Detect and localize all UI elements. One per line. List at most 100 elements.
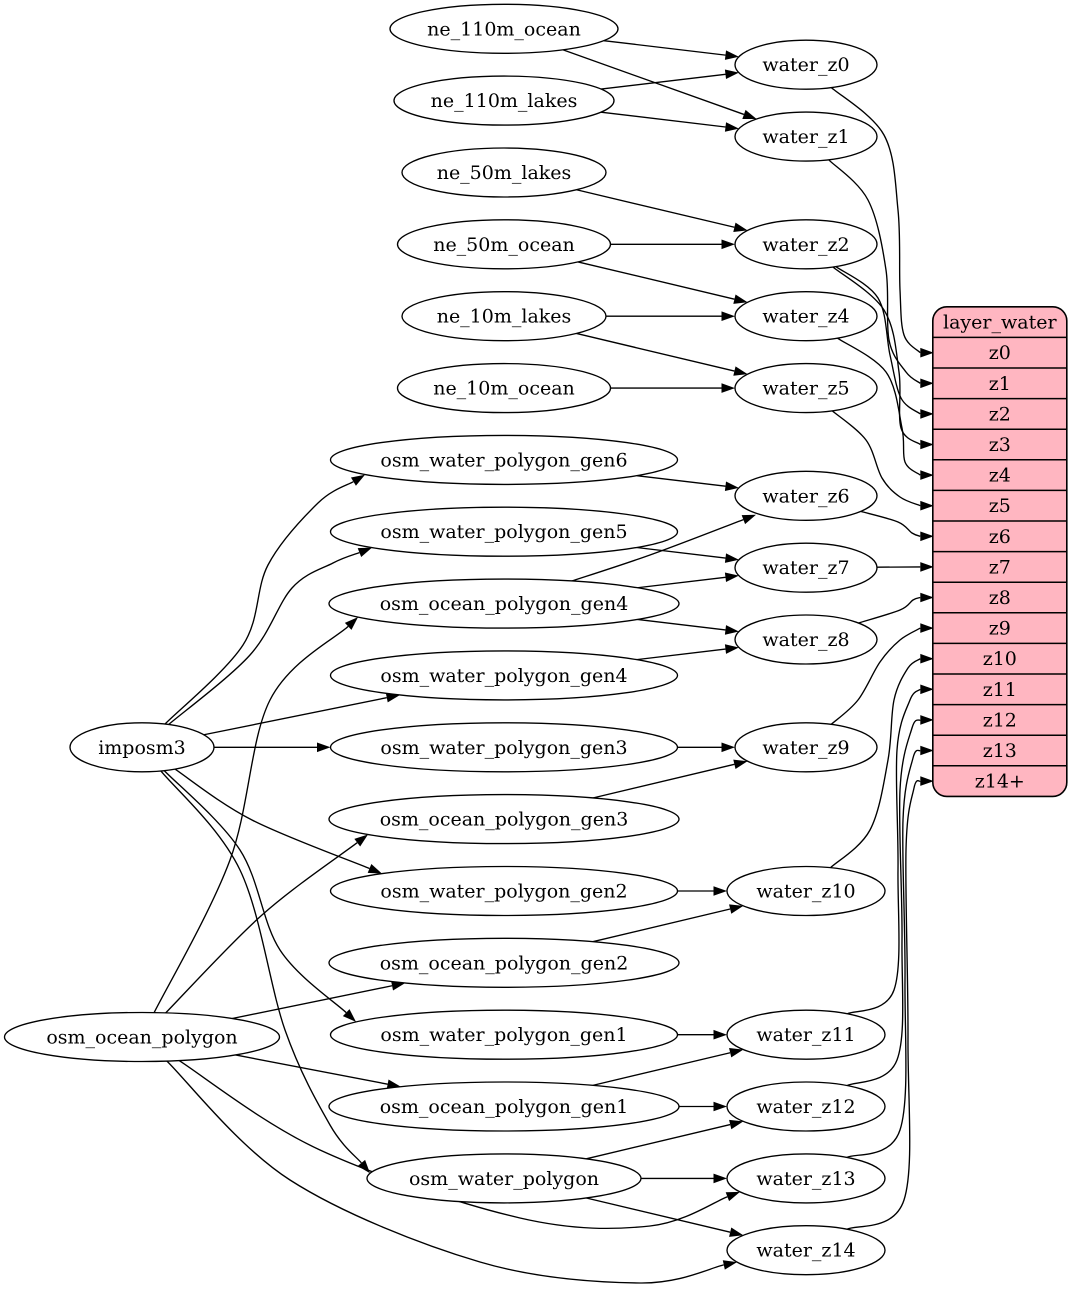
edge-path <box>636 475 726 487</box>
node-ellipse-osm_ocean_polygon_gen4 <box>328 578 680 629</box>
record-row-label-z10: z10 <box>983 648 1017 670</box>
arrowhead <box>733 366 748 376</box>
edge-path <box>831 410 921 507</box>
edge-ne_110m_ocean-water_z0 <box>603 39 739 60</box>
edge-path <box>174 768 370 870</box>
edge-osm_ocean_polygon-osm_ocean_polygon_gen4 <box>153 617 358 1013</box>
node-ne_10m_lakes: ne_10m_lakes <box>401 291 607 342</box>
edge-osm_water_polygon_gen1-water_z11 <box>677 1029 727 1040</box>
arrowhead <box>733 222 748 232</box>
arrowhead <box>733 294 748 304</box>
node-osm_water_polygon: osm_water_polygon <box>366 1153 642 1204</box>
edge-osm_water_polygon-water_z13 <box>641 1173 727 1184</box>
edge-path <box>846 780 921 1230</box>
node-ellipse-water_z11 <box>726 1009 886 1060</box>
edge-ne_110m_ocean-water_z1 <box>562 49 757 119</box>
node-ellipse-water_z8 <box>734 614 878 665</box>
edge-path <box>846 688 921 1015</box>
node-ellipse-water_z7 <box>734 542 878 593</box>
node-ellipse-water_z6 <box>734 470 878 521</box>
arrowhead <box>729 1119 744 1130</box>
arrowhead <box>724 481 739 491</box>
record-row-label-z14+: z14+ <box>975 771 1025 793</box>
node-label-water_z0: water_z0 <box>762 54 849 76</box>
edge-path <box>164 481 354 725</box>
node-ellipse-ne_10m_ocean <box>396 362 612 414</box>
arrowhead <box>920 439 934 450</box>
node-label-ne_10m_ocean: ne_10m_ocean <box>433 378 575 400</box>
node-label-water_z10: water_z10 <box>756 881 855 903</box>
arrowhead <box>920 745 934 756</box>
node-ellipse-osm_water_polygon_gen6 <box>329 434 679 486</box>
edge-osm_ocean_polygon_gen4-water_z7 <box>637 572 739 589</box>
node-ellipse-ne_110m_ocean <box>389 3 619 54</box>
arrowhead <box>713 1173 727 1184</box>
node-label-water_z13: water_z13 <box>756 1168 855 1190</box>
node-ellipse-osm_water_polygon_gen4 <box>329 650 679 701</box>
edge-osm_ocean_polygon_gen1-water_z12 <box>679 1101 727 1112</box>
edge-path <box>166 1060 724 1284</box>
node-water_z14: water_z14 <box>726 1225 886 1276</box>
node-water_z2: water_z2 <box>734 219 878 270</box>
arrowhead <box>729 1227 744 1237</box>
node-ellipse-water_z9 <box>734 722 878 773</box>
edge-osm_water_polygon-water_z12 <box>586 1119 744 1160</box>
arrowhead <box>920 562 934 572</box>
edge-ne_50m_ocean-water_z2 <box>610 239 735 250</box>
arrowhead <box>724 625 739 635</box>
edge-ne_110m_lakes-water_z0 <box>600 69 739 90</box>
edge-imposm3-osm_water_polygon_gen6 <box>164 474 365 725</box>
edge-water_z8-z8 <box>858 592 934 624</box>
edge-path <box>576 189 735 228</box>
arrowhead <box>741 514 756 525</box>
node-ne_50m_lakes: ne_50m_lakes <box>401 147 607 198</box>
node-label-water_z7: water_z7 <box>762 557 849 579</box>
arrowhead <box>725 1191 740 1202</box>
node-label-water_z1: water_z1 <box>762 126 849 148</box>
arrowhead <box>367 864 382 874</box>
edge-path <box>637 618 726 631</box>
arrowhead <box>713 886 727 896</box>
edge-water_z6-z6 <box>860 510 934 542</box>
edge-path <box>846 749 921 1159</box>
edge-water_z13-z13 <box>846 745 934 1159</box>
node-osm_ocean_polygon_gen2: osm_ocean_polygon_gen2 <box>328 937 680 988</box>
node-ellipse-water_z5 <box>734 362 878 414</box>
arrowhead <box>317 742 331 753</box>
edge-path <box>178 1060 728 1230</box>
edge-osm_water_polygon_gen5-water_z7 <box>636 546 739 563</box>
edge-path <box>603 39 726 56</box>
arrowhead <box>920 684 934 695</box>
node-label-water_z2: water_z2 <box>762 234 849 256</box>
arrowhead <box>724 644 739 654</box>
edge-path <box>636 648 726 661</box>
edge-osm_ocean_polygon_gen1-water_z11 <box>592 1048 744 1087</box>
arrowhead <box>721 383 735 393</box>
arrowhead <box>721 239 735 250</box>
edge-path <box>576 332 735 372</box>
edge-path <box>636 546 726 559</box>
arrowhead <box>920 592 934 603</box>
arrowhead <box>920 347 934 358</box>
edge-path <box>592 763 735 799</box>
node-label-ne_50m_ocean: ne_50m_ocean <box>433 234 575 256</box>
edge-osm_ocean_polygon_gen4-water_z6 <box>571 514 756 582</box>
edge-path <box>832 266 921 446</box>
node-water_z8: water_z8 <box>734 614 878 665</box>
node-label-osm_ocean_polygon_gen1: osm_ocean_polygon_gen1 <box>380 1096 629 1118</box>
arrowhead <box>920 470 934 480</box>
arrowhead <box>920 409 934 419</box>
node-ellipse-osm_ocean_polygon_gen3 <box>328 793 680 845</box>
node-ne_110m_ocean: ne_110m_ocean <box>389 3 619 54</box>
edge-path <box>828 159 921 384</box>
edge-osm_ocean_polygon_gen4-water_z8 <box>637 618 739 635</box>
edge-ne_50m_lakes-water_z2 <box>576 189 748 232</box>
edge-path <box>600 111 726 128</box>
node-ellipse-water_z14 <box>726 1225 886 1276</box>
node-ellipse-osm_water_polygon_gen1 <box>329 1009 679 1060</box>
edge-water_z0-z0 <box>830 87 934 358</box>
node-label-water_z12: water_z12 <box>756 1096 855 1118</box>
record-row-label-z4: z4 <box>989 465 1011 487</box>
node-water_z7: water_z7 <box>734 542 878 593</box>
arrowhead <box>920 500 934 511</box>
